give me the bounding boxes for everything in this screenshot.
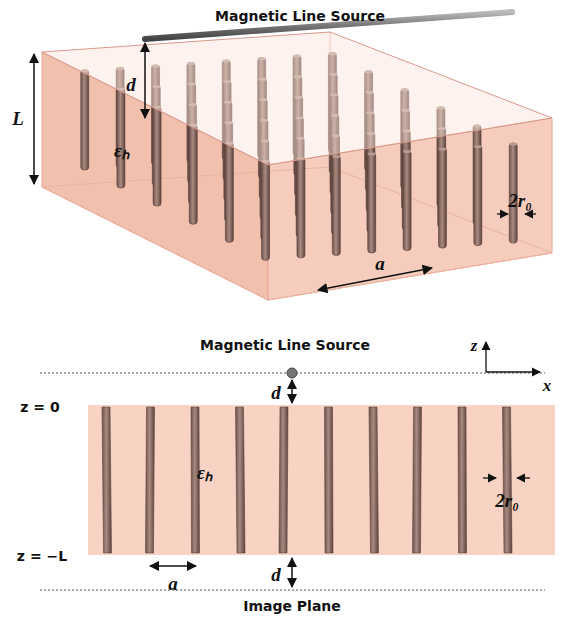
wire-rod bbox=[189, 124, 197, 224]
dimension-arrow bbox=[517, 477, 530, 478]
dimension-arrow bbox=[291, 380, 293, 403]
figure-label: z = −L bbox=[17, 549, 67, 563]
wire-rod bbox=[458, 407, 467, 553]
dimension-arrow bbox=[318, 268, 432, 290]
wire-rod bbox=[413, 407, 422, 553]
figure-label: z bbox=[471, 337, 478, 354]
figure-label: z = 0 bbox=[20, 400, 59, 414]
dimension-arrow bbox=[525, 213, 536, 214]
wire-rod-top bbox=[332, 155, 340, 158]
wire-rod bbox=[153, 106, 161, 206]
image-plane bbox=[40, 590, 545, 591]
slab-top-face bbox=[42, 32, 552, 165]
figure-label: 2r₀ bbox=[495, 491, 519, 510]
wire-rod bbox=[403, 150, 411, 250]
wire-rod-top bbox=[474, 145, 482, 148]
wire-rod bbox=[332, 155, 340, 255]
figure-label: εₕ bbox=[197, 463, 213, 482]
wire-rod-top bbox=[438, 147, 446, 150]
host-slab-section bbox=[88, 405, 555, 555]
figure-label: d bbox=[271, 383, 281, 402]
wire-rod bbox=[369, 407, 379, 553]
figure-label: Magnetic Line Source bbox=[200, 338, 370, 352]
dimension-arrow bbox=[33, 54, 35, 184]
wire-rod bbox=[368, 153, 376, 253]
line-source-section bbox=[287, 368, 297, 378]
wire-rod bbox=[146, 407, 155, 553]
figure-label: 2r₀ bbox=[508, 191, 532, 210]
wire-rod bbox=[117, 88, 125, 188]
wire-rod bbox=[279, 407, 288, 553]
figure-label: x bbox=[543, 377, 552, 394]
figure-label: a bbox=[168, 574, 178, 593]
figure-label: Magnetic Line Source bbox=[215, 9, 385, 23]
wire-rod bbox=[503, 407, 513, 553]
dimension-arrow bbox=[497, 213, 508, 214]
host-slab-3d bbox=[42, 32, 552, 300]
wire-rod bbox=[262, 160, 270, 260]
figure-label: εₕ bbox=[114, 141, 130, 160]
wire-rod-top bbox=[403, 150, 411, 153]
wire-rod bbox=[325, 407, 334, 553]
axis-arrow bbox=[485, 342, 486, 372]
dimension-arrow bbox=[291, 558, 293, 587]
wire-rod bbox=[225, 142, 233, 242]
figure-label: a bbox=[375, 254, 385, 273]
dimension-arrow bbox=[483, 477, 496, 478]
wire-rod bbox=[236, 407, 246, 553]
figure-label: d bbox=[271, 565, 281, 584]
wire-rod bbox=[102, 407, 112, 553]
figure-label: d bbox=[126, 75, 136, 94]
wire-rod bbox=[474, 146, 482, 246]
wire-rod bbox=[438, 148, 446, 248]
axis-arrow bbox=[486, 371, 540, 372]
wire-rod bbox=[297, 158, 305, 258]
dimension-arrow bbox=[144, 43, 146, 118]
dimension-arrow bbox=[150, 565, 196, 567]
wire-rod-top bbox=[509, 143, 517, 146]
figure-label: L bbox=[12, 109, 24, 128]
wire-rod bbox=[81, 70, 89, 170]
wire-rod-top bbox=[368, 152, 376, 155]
wire-array-section bbox=[102, 407, 512, 553]
figure-label: Image Plane bbox=[243, 599, 341, 613]
